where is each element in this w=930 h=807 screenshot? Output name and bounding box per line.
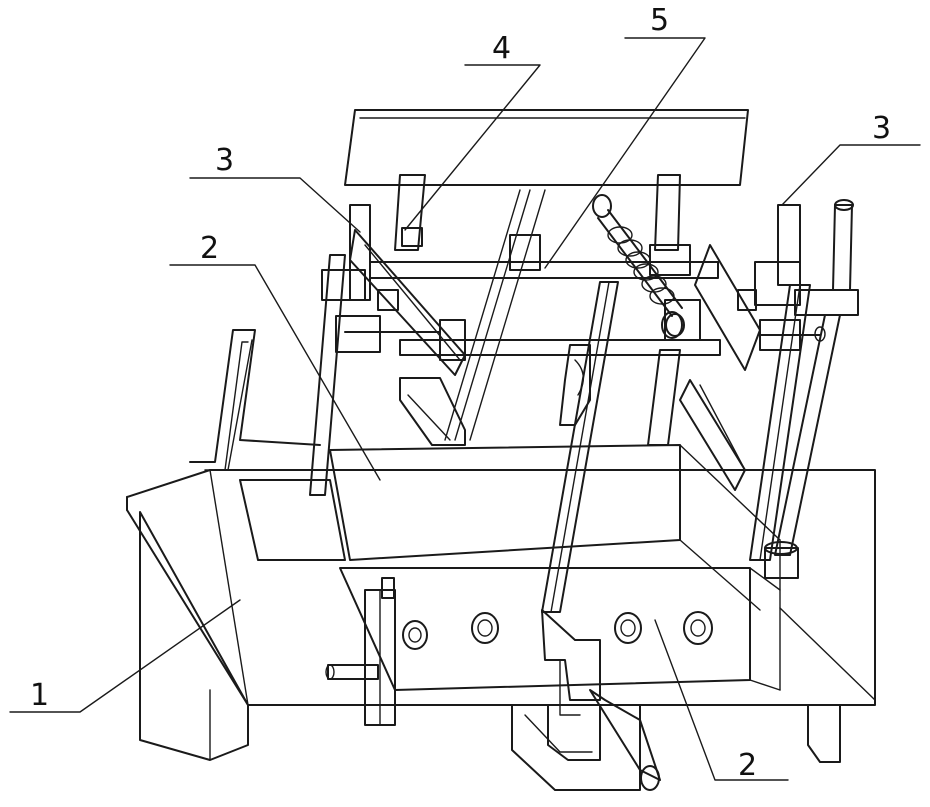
label-2-lower: 2 <box>738 748 757 783</box>
front-bottom-clamp <box>542 610 660 790</box>
roller-row <box>403 612 712 649</box>
label-5: 5 <box>650 3 669 38</box>
base-plate <box>127 470 875 705</box>
label-4: 4 <box>492 31 511 66</box>
roller <box>615 613 641 643</box>
lower-left-claw <box>400 378 465 445</box>
base-legs <box>512 705 840 790</box>
roller <box>684 612 712 644</box>
center-slider <box>510 235 618 612</box>
top-plate <box>345 110 748 185</box>
label-3-left: 3 <box>215 143 234 178</box>
roller <box>403 621 427 649</box>
top-posts <box>395 175 680 250</box>
roller <box>472 613 498 643</box>
label-3-right: 3 <box>872 111 891 146</box>
label-1: 1 <box>30 678 49 713</box>
spring-assembly <box>593 195 684 336</box>
front-left-clamp <box>326 578 395 725</box>
left-frame <box>310 205 465 495</box>
label-2-upper: 2 <box>200 231 219 266</box>
base-front-panel <box>140 512 248 760</box>
